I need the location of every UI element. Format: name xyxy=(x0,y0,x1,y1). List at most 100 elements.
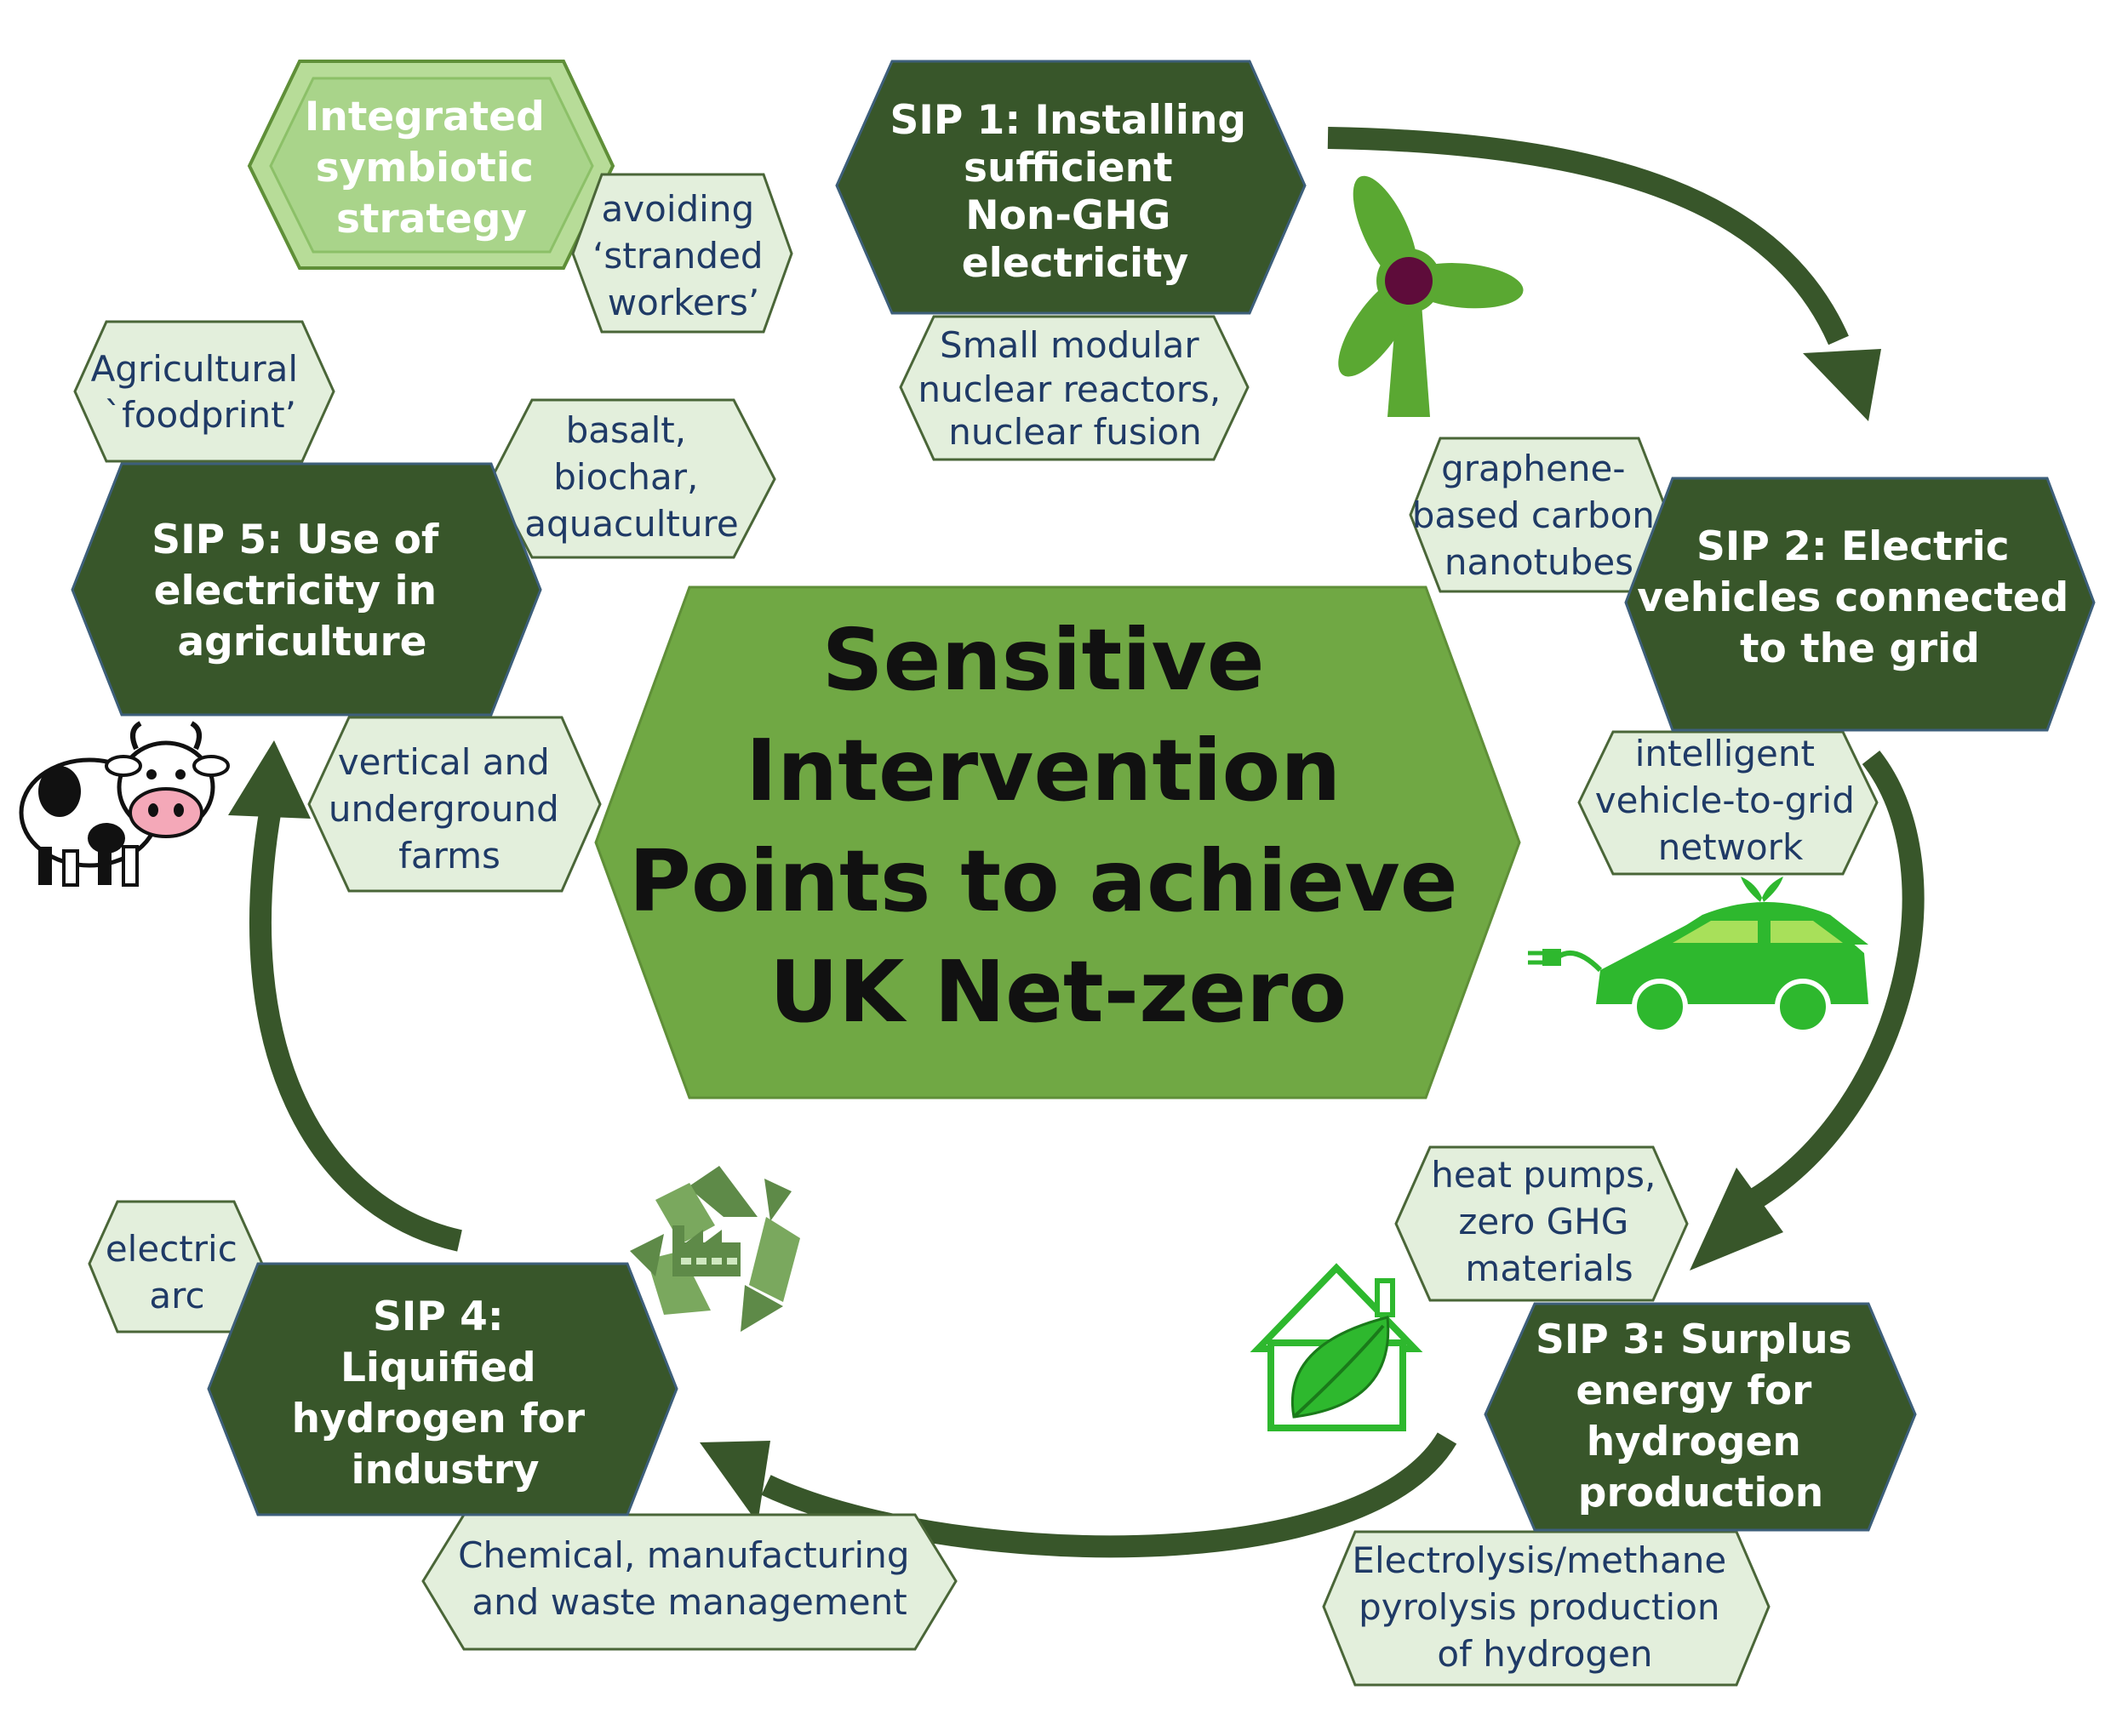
svg-text:SIP 2: Electric vehicles: SIP 2: Electric vehicles connected to th… xyxy=(1637,523,2082,672)
note-basalt-line-3: aquaculture xyxy=(524,503,738,545)
center-title-line-2: Intervention xyxy=(746,721,1342,820)
sip1-line-4: electricity xyxy=(962,240,1189,287)
svg-text:intelligent vehicle-to-g: intelligent vehicle-to-grid network xyxy=(1595,733,1866,868)
note-farms: vertical and underground farms xyxy=(307,716,602,893)
note-arc-line-1: electric xyxy=(106,1228,237,1270)
sip3-line-4: production xyxy=(1578,1470,1823,1516)
note-v2g: intelligent vehicle-to-grid network xyxy=(1577,730,1879,876)
sip1-line-2: sufficient xyxy=(964,145,1173,191)
note-basalt-line-2: biochar, xyxy=(553,456,698,498)
svg-text:vertical and underground: vertical and underground farms xyxy=(329,741,570,877)
svg-text:SIP 5: Use of electricit: SIP 5: Use of electricity in agriculture xyxy=(152,517,453,665)
center-title-line-3: Points to achieve xyxy=(629,831,1458,931)
note-nuclear-line-2: nuclear reactors, xyxy=(918,368,1221,410)
sip4-line-2: Liquified xyxy=(340,1345,536,1391)
note-foodprint-line-1: Agricultural xyxy=(91,348,298,390)
center-title-line-1: Sensitive xyxy=(822,610,1265,710)
note-graphene-line-2: based carbon xyxy=(1412,494,1655,536)
note-graphene-line-3: nanotubes xyxy=(1445,541,1633,583)
note-arc-line-2: arc xyxy=(149,1275,204,1316)
sip3-line-2: energy for xyxy=(1576,1368,1812,1414)
sip2-line-2: vehicles connected xyxy=(1637,574,2068,621)
sip4-hexagon: SIP 4: Liquified hydrogen for industry xyxy=(207,1262,678,1516)
note-foodprint: Agricultural `foodprint’ xyxy=(73,320,335,463)
strategy-line-1: Integrated xyxy=(305,94,545,140)
note-electrolysis: Electrolysis/methane pyrolysis productio… xyxy=(1322,1530,1771,1687)
sip3-hexagon: SIP 3: Surplus energy for hydrogen produ… xyxy=(1484,1302,1917,1532)
note-v2g-line-1: intelligent xyxy=(1635,733,1815,774)
svg-text:electric arc: electric arc xyxy=(106,1228,249,1316)
electric-car-icon xyxy=(1528,877,1868,1035)
svg-text:Small modular nuclear re: Small modular nuclear reactors, nuclear … xyxy=(918,324,1232,453)
note-farms-line-3: farms xyxy=(398,835,501,877)
note-basalt-line-1: basalt, xyxy=(566,409,687,451)
note-v2g-line-2: vehicle-to-grid xyxy=(1595,779,1855,821)
note-stranded-line-3: workers’ xyxy=(608,282,759,323)
svg-text:SIP 1: Installing suffic: SIP 1: Installing sufficient Non-GHG ele… xyxy=(890,97,1261,287)
svg-text:Sensitive Intervention: Sensitive Intervention Points to achieve… xyxy=(629,610,1488,1042)
sip5-line-3: agriculture xyxy=(177,619,426,665)
sip1-line-3: Non-GHG xyxy=(965,192,1170,239)
note-heatpumps-line-1: heat pumps, xyxy=(1431,1154,1656,1196)
note-nuclear-line-1: Small modular xyxy=(940,324,1199,366)
note-chemical-line-2: and waste management xyxy=(472,1581,907,1623)
sip2-hexagon: SIP 2: Electric vehicles connected to th… xyxy=(1624,477,2096,732)
sip1-line-1: SIP 1: Installing xyxy=(890,97,1247,144)
note-stranded-line-1: avoiding xyxy=(602,188,755,230)
note-nuclear: Small modular nuclear reactors, nuclear … xyxy=(899,315,1250,461)
wind-turbine-icon xyxy=(1338,175,1524,417)
note-electrolysis-line-2: pyrolysis production xyxy=(1359,1586,1719,1628)
cycle-arrows xyxy=(228,127,1925,1558)
note-electrolysis-line-1: Electrolysis/methane xyxy=(1352,1539,1726,1581)
sip3-line-3: hydrogen xyxy=(1587,1419,1801,1465)
svg-text:Chemical, manufacturing: Chemical, manufacturing and waste manage… xyxy=(458,1534,921,1623)
svg-text:graphene- based carbon: graphene- based carbon nanotubes xyxy=(1412,448,1667,583)
svg-text:Electrolysis/methane pyr: Electrolysis/methane pyrolysis productio… xyxy=(1352,1539,1737,1675)
note-chemical-line-1: Chemical, manufacturing xyxy=(458,1534,909,1576)
note-electrolysis-line-3: of hydrogen xyxy=(1437,1633,1652,1675)
note-foodprint-line-2: `foodprint’ xyxy=(104,394,296,436)
note-farms-line-1: vertical and xyxy=(338,741,550,783)
cow-icon xyxy=(19,721,230,887)
svg-text:SIP 4: Liquified h: SIP 4: Liquified hydrogen for industry xyxy=(292,1293,599,1493)
note-nuclear-line-3: nuclear fusion xyxy=(948,411,1201,453)
sip4-line-3: hydrogen for xyxy=(292,1396,586,1442)
svg-text:heat pumps, zero GHG: heat pumps, zero GHG materials xyxy=(1431,1154,1667,1289)
strategy-line-3: strategy xyxy=(336,196,527,243)
sip3-line-1: SIP 3: Surplus xyxy=(1536,1316,1852,1363)
note-basalt: basalt, biochar, aquaculture xyxy=(489,398,776,559)
note-v2g-line-3: network xyxy=(1658,826,1804,868)
sip5-hexagon: SIP 5: Use of electricity in agriculture xyxy=(71,462,542,717)
note-heatpumps: heat pumps, zero GHG materials xyxy=(1394,1145,1689,1302)
note-chemical: Chemical, manufacturing and waste manage… xyxy=(421,1513,958,1651)
svg-text:Integrated symbiotic: Integrated symbiotic strategy xyxy=(305,94,558,243)
note-arc: electric arc xyxy=(88,1200,264,1333)
sip2-line-3: to the grid xyxy=(1740,625,1980,672)
central-hexagon: Sensitive Intervention Points to achieve… xyxy=(594,585,1521,1099)
arrow-sip4-to-sip5 xyxy=(228,740,462,1252)
strategy-hexagon: Integrated symbiotic strategy xyxy=(247,60,615,270)
svg-text:SIP 3: Surplus energy fo: SIP 3: Surplus energy for hydrogen produ… xyxy=(1536,1316,1866,1516)
arrow-sip2-to-sip3 xyxy=(1690,750,1925,1271)
sip1-hexagon: SIP 1: Installing sufficient Non-GHG ele… xyxy=(835,60,1307,315)
sip5-line-1: SIP 5: Use of xyxy=(152,517,439,563)
svg-text:Agricultural `foodprint’: Agricultural `foodprint’ xyxy=(91,348,310,436)
note-farms-line-2: underground xyxy=(329,788,559,830)
green-house-leaf-icon xyxy=(1250,1263,1423,1431)
strategy-line-2: symbiotic xyxy=(316,145,534,191)
note-heatpumps-line-3: materials xyxy=(1465,1248,1633,1289)
arrow-sip1-to-sip2 xyxy=(1327,127,1881,421)
sip2-line-1: SIP 2: Electric xyxy=(1696,523,2010,570)
sip5-line-2: electricity in xyxy=(154,568,438,614)
note-graphene-line-1: graphene- xyxy=(1441,448,1625,489)
note-stranded-line-2: ‘stranded xyxy=(592,235,763,277)
center-title-line-4: UK Net-zero xyxy=(769,942,1347,1042)
note-heatpumps-line-2: zero GHG xyxy=(1458,1201,1628,1242)
sip4-line-4: industry xyxy=(352,1447,540,1493)
note-graphene: graphene- based carbon nanotubes xyxy=(1409,437,1670,593)
sip4-line-1: SIP 4: xyxy=(373,1293,504,1340)
svg-text:avoiding ‘stranded: avoiding ‘stranded workers’ xyxy=(592,188,775,323)
note-stranded: avoiding ‘stranded workers’ xyxy=(571,173,793,334)
svg-text:basalt, biochar, a: basalt, biochar, aquaculture xyxy=(524,409,738,545)
